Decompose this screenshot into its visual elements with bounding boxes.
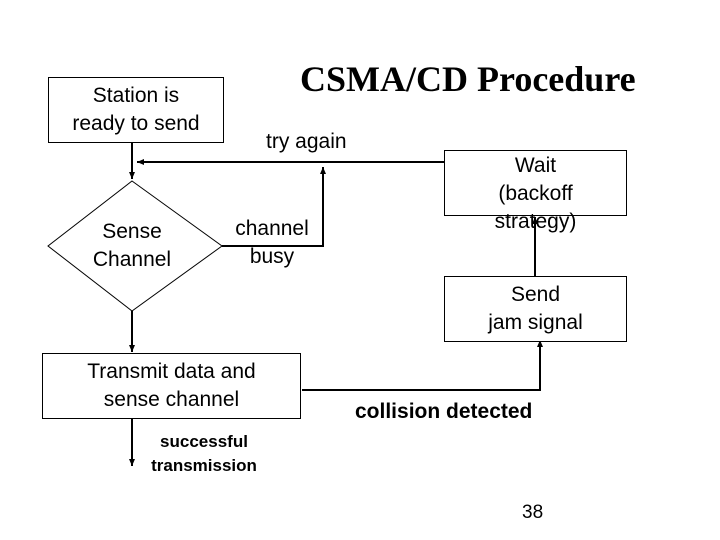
label-try-again: try again xyxy=(266,130,347,153)
page-number: 38 xyxy=(522,502,544,523)
node-sense-channel: Sense Channel xyxy=(92,220,172,271)
slide-title: CSMA/CD Procedure xyxy=(300,59,636,99)
node-send-jam: Send jam signal xyxy=(444,276,627,342)
label-collision-detected: collision detected xyxy=(355,400,533,423)
node-wait: Wait (backoff strategy) xyxy=(444,150,627,233)
node-transmit: Transmit data and sense channel xyxy=(42,353,301,419)
label-successful-transmission: successful transmission xyxy=(151,432,257,475)
node-station-ready: Station is ready to send xyxy=(48,77,224,143)
arrow-collision xyxy=(302,340,543,391)
arrow-busy-up xyxy=(222,167,326,247)
label-channel-busy: channel busy xyxy=(235,217,309,268)
